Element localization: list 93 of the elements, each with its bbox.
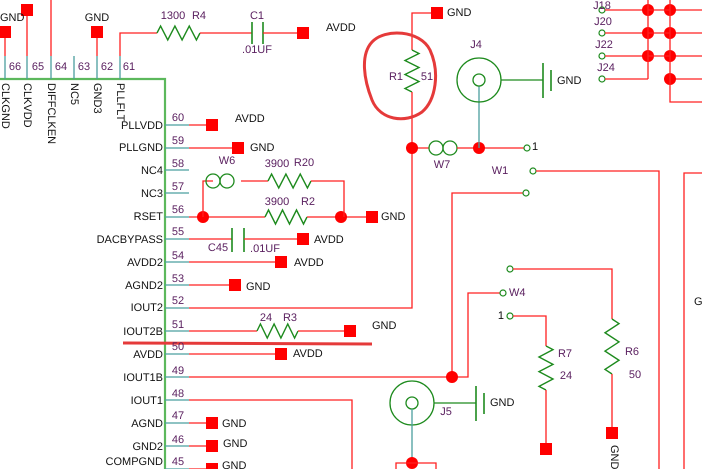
net-label: GND [246, 281, 270, 293]
component-value: 24 [260, 312, 272, 324]
component-label: R3 [282, 312, 298, 324]
pin-number: 64 [54, 61, 68, 73]
component-value: 24 [560, 370, 572, 382]
component-label: R20 [294, 157, 314, 169]
pin-name: AGND2 [125, 280, 163, 292]
pin-number: 56 [172, 204, 184, 216]
component-label: J20 [594, 16, 612, 28]
pin-number: 49 [172, 365, 184, 377]
component-label: J24 [597, 62, 615, 74]
component-label: R6 [624, 346, 640, 358]
net-label: AVDD [235, 113, 265, 125]
component-label: J18 [593, 0, 611, 12]
pin-name: COMPGND [106, 456, 163, 468]
pin-number: 66 [8, 61, 22, 73]
net-label: G [694, 296, 702, 308]
pin-number: 51 [172, 319, 184, 331]
pin-number: 54 [172, 250, 184, 262]
pin-name: CLKVDD [21, 83, 33, 128]
pin-number: 46 [172, 434, 184, 446]
net-label: AVDD [293, 348, 323, 360]
pin-name: IOUT1B [123, 372, 163, 384]
pin-name: CLKGND [0, 83, 11, 129]
component-label: W1 [492, 165, 508, 177]
pin-number: 62 [100, 61, 114, 73]
pin-name: AVDD2 [127, 257, 163, 269]
component-value: 1300 [160, 10, 186, 22]
component-label: R1 [388, 71, 404, 83]
net-label: AVDD [326, 22, 356, 34]
net-label: AVDD [294, 257, 324, 269]
pin-name: PLLVDD [121, 120, 163, 132]
pin-number: 50 [172, 341, 184, 353]
net-label: GND [0, 12, 24, 24]
pin-name: GND3 [91, 83, 103, 114]
terminal-label: 1 [498, 310, 504, 322]
component-value: 3900 [264, 158, 290, 170]
pin-number: 53 [172, 273, 184, 285]
net-label: GND [222, 418, 246, 430]
pin-number: 52 [172, 295, 184, 307]
net-label: GND [250, 142, 274, 154]
pin-number: 65 [32, 61, 44, 73]
component-label: R7 [558, 348, 572, 360]
net-label: GND [222, 460, 246, 469]
pin-name: DIFFCLKEN [45, 83, 57, 144]
pin-name: NC3 [140, 188, 163, 200]
pin-name: DACBYPASS [96, 234, 163, 246]
pin-name: RSET [134, 211, 163, 223]
pin-number: 57 [172, 181, 184, 193]
pin-number: 45 [172, 456, 184, 468]
net-label: GND [84, 12, 110, 24]
pin-name: PLLFLT [114, 83, 126, 122]
component-label: J4 [470, 39, 482, 51]
component-value: 50 [628, 369, 642, 381]
component-label: R4 [192, 10, 206, 22]
net-label: GND [447, 7, 472, 19]
pin-name: PLLGND [118, 142, 163, 154]
pin-number: 63 [78, 61, 90, 73]
pin-number: 60 [172, 112, 184, 124]
net-label: GND [608, 445, 620, 469]
component-value: .01UF [250, 243, 280, 255]
pin-number: 58 [172, 158, 184, 170]
pin-name: IOUT1 [130, 395, 163, 407]
pin-number: 61 [122, 61, 136, 73]
component-label: J22 [595, 39, 613, 51]
pin-name: AGND [131, 418, 163, 430]
net-label: GND [381, 211, 406, 223]
net-label: GND [557, 75, 582, 87]
component-label: W4 [509, 287, 526, 299]
component-label: C1 [250, 10, 264, 22]
net-label: GND [490, 397, 514, 409]
net-label: AVDD [314, 234, 344, 246]
component-label: R2 [300, 196, 316, 208]
component-label: W7 [434, 159, 450, 171]
component-value: 3900 [264, 196, 290, 208]
pin-number: 55 [172, 226, 184, 238]
component-label: J5 [440, 406, 452, 418]
net-label: GND [223, 438, 248, 450]
pin-name: NC5 [68, 83, 80, 106]
terminal-label: 1 [532, 141, 538, 153]
pin-name: AVDD [133, 349, 163, 361]
pin-number: 59 [172, 135, 184, 147]
pin-number: 47 [172, 410, 184, 422]
pin-name: IOUT2 [130, 302, 163, 314]
pin-name: IOUT2B [123, 326, 163, 338]
net-label: GND [372, 320, 396, 332]
pin-number: 48 [172, 388, 184, 400]
component-value: 51 [420, 71, 434, 83]
component-label: C45 [208, 242, 228, 254]
pin-name: NC4 [140, 165, 163, 177]
component-value: .01UF [242, 44, 272, 56]
component-label: W6 [218, 155, 236, 167]
pin-name: GND2 [132, 441, 163, 453]
